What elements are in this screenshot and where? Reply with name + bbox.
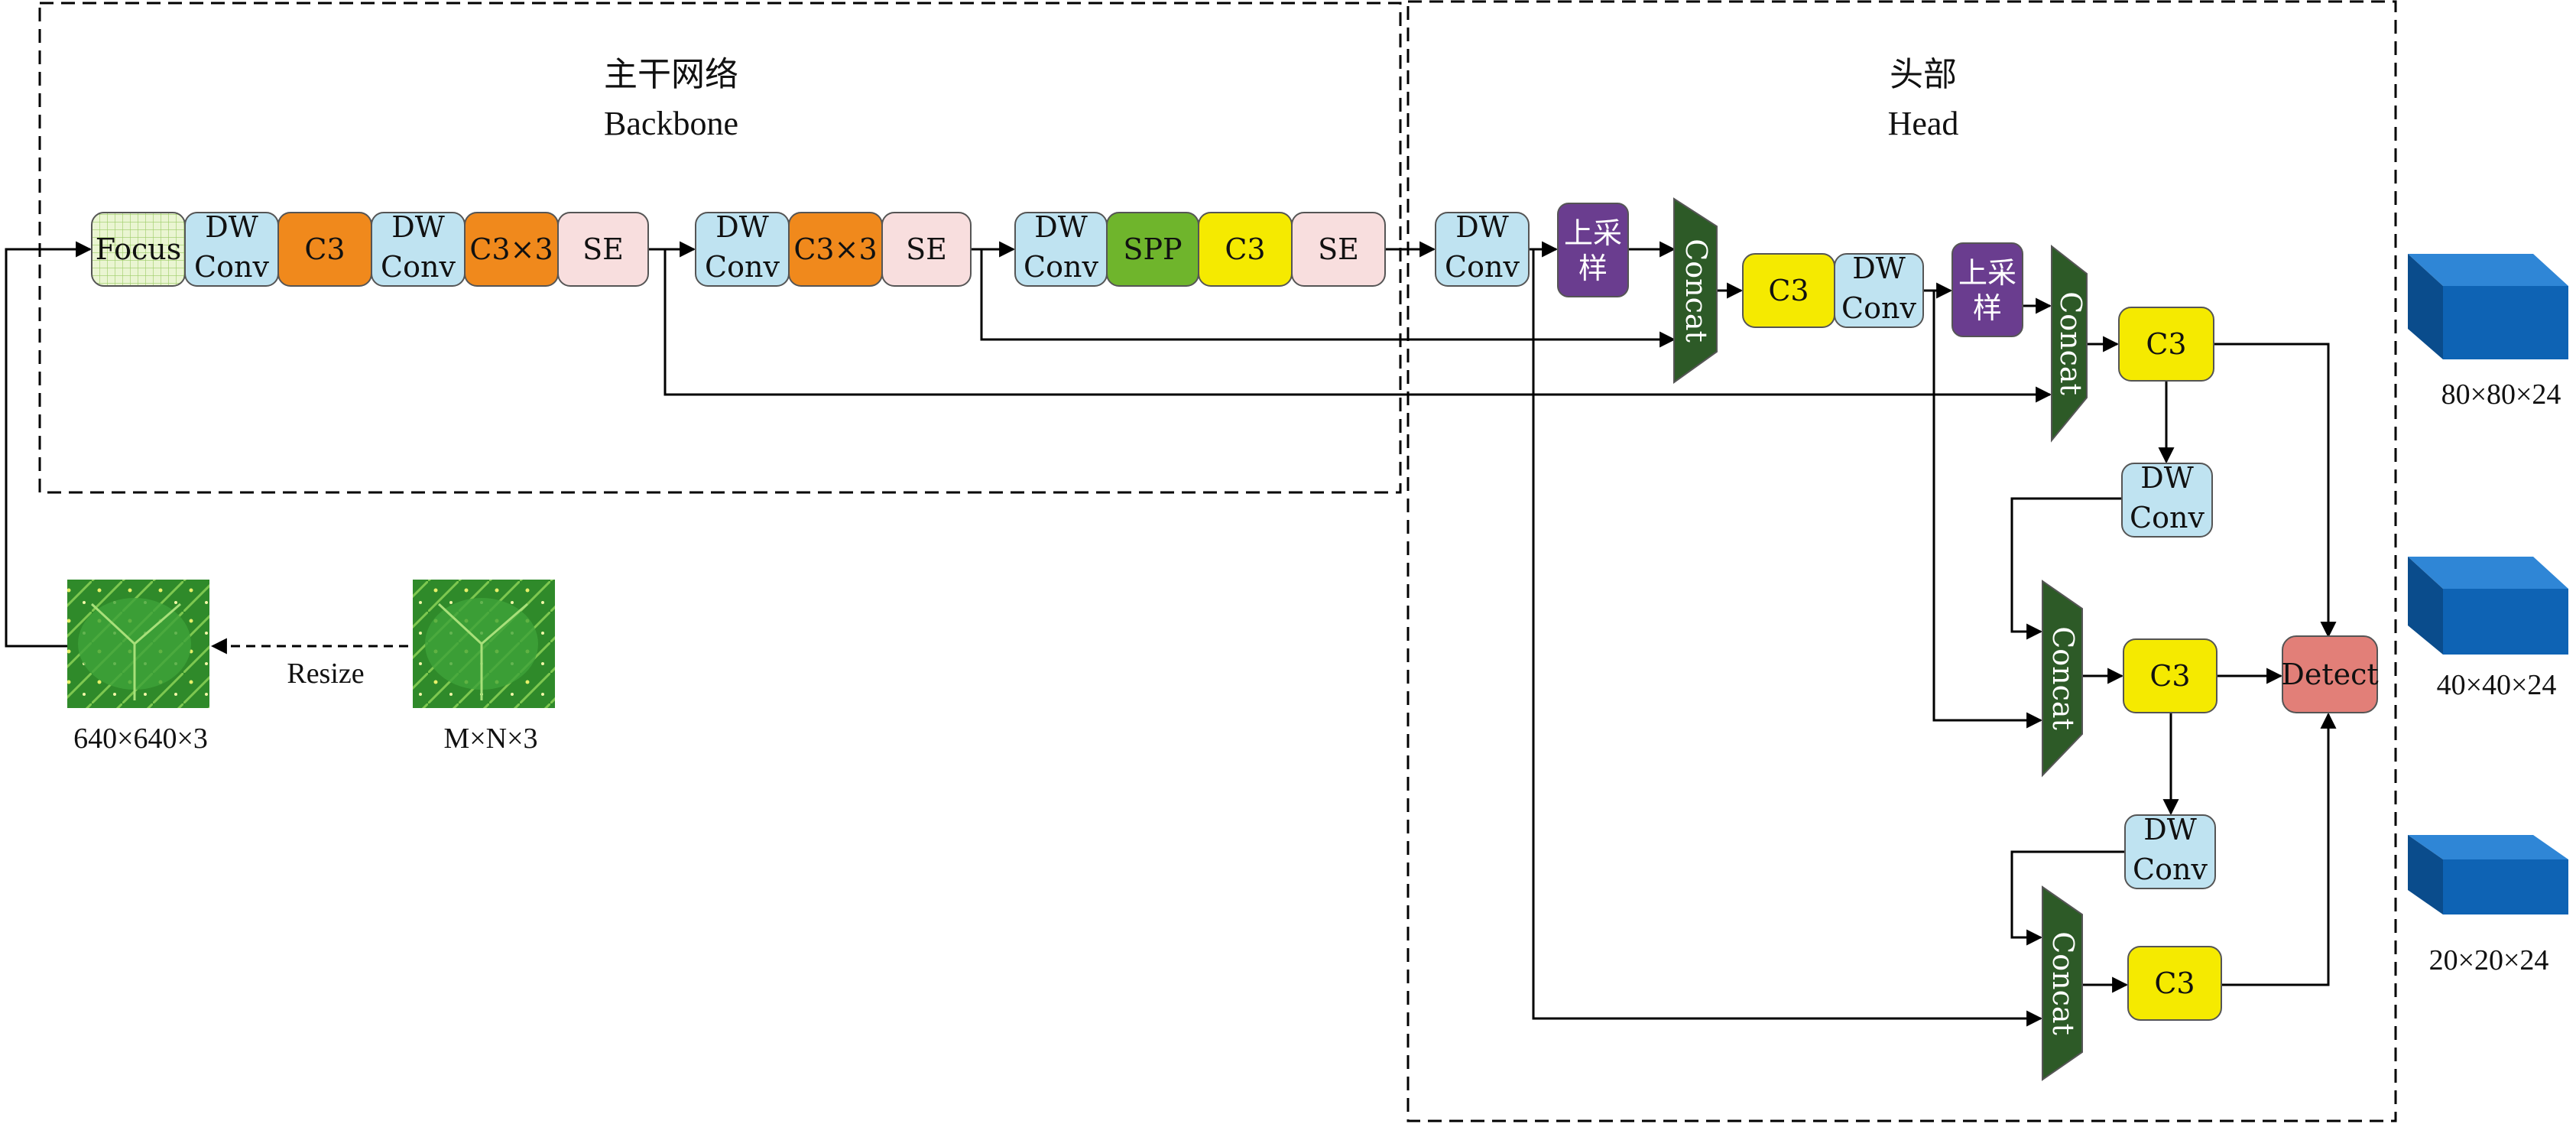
dw-label-top: DW — [1455, 210, 1509, 244]
dw-label-bottom: Conv — [194, 250, 269, 284]
c3-label: C3 — [2146, 327, 2186, 361]
output-cube-large — [2408, 254, 2568, 359]
detect-label: Detect — [2281, 658, 2378, 691]
concat-label: Concat — [2046, 931, 2080, 1035]
head-blocks — [1435, 197, 2378, 1081]
dw-label-top: DW — [391, 210, 445, 244]
dw-label-top: DW — [2140, 461, 2194, 495]
backbone-title-cn: 主干网络 — [604, 55, 738, 94]
upsample-label-top: 上采 — [1958, 256, 2016, 290]
dw-label-top: DW — [715, 210, 769, 244]
input-image-resized — [67, 580, 209, 708]
dw-label-bottom: Conv — [2130, 501, 2205, 534]
upsample-block — [1951, 242, 2023, 337]
dw-conv-block — [1435, 212, 1530, 287]
input-image-original — [413, 580, 555, 708]
upsample-label-bottom: 样 — [1973, 291, 2002, 325]
dw-label-bottom: Conv — [1841, 291, 1916, 325]
head-region — [1406, 0, 2397, 1122]
dw-label-bottom: Conv — [1024, 250, 1098, 284]
input-size-label: 640×640×3 — [73, 723, 208, 755]
se-block — [881, 212, 972, 287]
concat-block — [2042, 885, 2083, 1081]
dw-label-bottom: Conv — [381, 250, 456, 284]
dw-label-top: DW — [1034, 210, 1088, 244]
detect-block — [2282, 635, 2378, 713]
dw-label-top: DW — [1852, 252, 1906, 285]
se-block — [1291, 212, 1386, 287]
se-block — [557, 212, 649, 287]
dw-conv-block — [2124, 814, 2216, 889]
c3-label: C3 — [2154, 966, 2195, 1000]
dw-label-top: DW — [205, 210, 258, 244]
dw-label-bottom: Conv — [705, 250, 780, 284]
concat-label: Concat — [2054, 291, 2088, 395]
head-labels: DW Conv 上采 样 Concat C3 DW Conv 上采 样 Conc… — [1445, 210, 2379, 1035]
backbone-title-en: Backbone — [604, 105, 738, 142]
output-cube-small — [2408, 835, 2568, 914]
c3-block — [2127, 946, 2222, 1021]
output-size-label: 40×40×24 — [2437, 669, 2557, 701]
c3-block — [2118, 307, 2214, 382]
concat-block — [2051, 244, 2088, 443]
c3-label: C3 — [304, 232, 345, 266]
c3-label: C3 — [1225, 232, 1265, 266]
c3-label: C3 — [1768, 274, 1809, 307]
spp-label: SPP — [1123, 232, 1182, 266]
dw-label-bottom: Conv — [2133, 853, 2208, 886]
c3x3-label: C3×3 — [469, 232, 553, 266]
se-label: SE — [1318, 232, 1359, 266]
dw-label-top: DW — [2143, 813, 2197, 846]
concat-block — [1673, 197, 1718, 384]
backbone-blocks — [91, 212, 1386, 287]
se-label: SE — [906, 232, 947, 266]
output-size-label: 80×80×24 — [2441, 378, 2561, 411]
focus-label: Focus — [96, 232, 181, 266]
upsample-label-bottom: 样 — [1578, 252, 1608, 285]
connections — [5, 241, 2337, 1027]
c3-block — [2123, 638, 2218, 713]
head-title-en: Head — [1888, 105, 1959, 142]
dw-conv-block — [1834, 253, 1924, 328]
dw-label-bottom: Conv — [1445, 250, 1520, 284]
se-label: SE — [582, 232, 624, 266]
resize-label: Resize — [287, 658, 364, 690]
backbone-labels: Focus DW Conv C3 DW Conv C3×3 SE DW Conv… — [96, 210, 1359, 284]
concat-block — [2042, 580, 2083, 778]
dw-conv-block — [2121, 463, 2213, 538]
c3x3-label: C3×3 — [793, 232, 877, 266]
output-cube-medium — [2408, 557, 2568, 655]
output-size-label: 20×20×24 — [2429, 944, 2549, 976]
concat-label: Concat — [1679, 239, 1713, 343]
backbone-region — [38, 2, 1402, 494]
head-title-cn: 头部 — [1890, 55, 1957, 94]
upsample-block — [1557, 203, 1629, 297]
original-size-label: M×N×3 — [443, 723, 537, 755]
concat-label: Concat — [2046, 626, 2080, 730]
upsample-label-top: 上采 — [1564, 216, 1622, 250]
c3-label: C3 — [2149, 659, 2190, 693]
